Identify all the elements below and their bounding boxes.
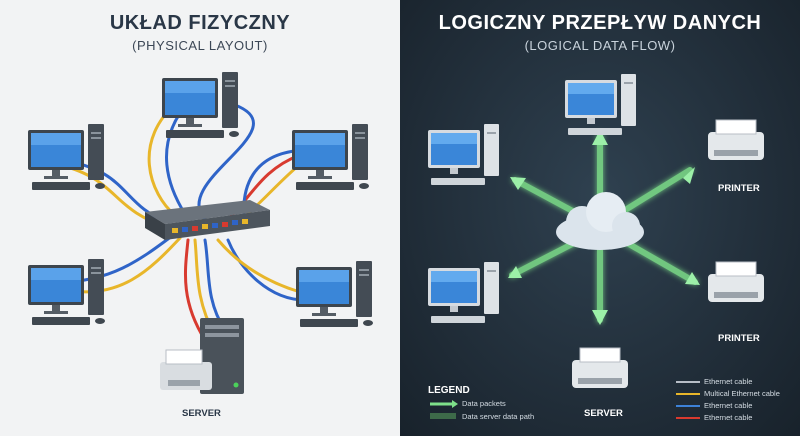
legend-item-server-path: Data server data path [462, 412, 535, 421]
legend-cable-4: Ethernet cable [704, 413, 753, 422]
physical-server-label: SERVER [182, 408, 221, 419]
logical-diagram [428, 74, 765, 419]
physical-title: UKŁAD FIZYCZNY [109, 12, 291, 34]
logical-title: LOGICZNY PRZEPŁYW DANYCH [438, 12, 762, 34]
legend-cable-3: Ethernet cable [704, 401, 753, 410]
printer-icon [160, 349, 212, 390]
computer-lower-right [296, 261, 373, 327]
legend-item-data-packets: Data packets [462, 399, 506, 408]
printer-label-lower: PRINTER [718, 333, 760, 344]
logical-computer-upper-left [428, 124, 499, 185]
legend-swatches [430, 381, 700, 419]
printer-upper-right-icon [707, 119, 765, 161]
computer-upper-left [28, 124, 105, 190]
network-switch [145, 200, 270, 240]
logical-server-label: SERVER [584, 408, 623, 419]
physical-subtitle: (PHYSICAL LAYOUT) [132, 38, 268, 53]
computer-lower-left [28, 259, 105, 325]
physical-diagram [28, 72, 373, 394]
logical-computer-top [565, 74, 636, 135]
server-printer-icon [571, 347, 629, 389]
cloud-icon [556, 192, 644, 250]
printer-lower-right-icon [707, 261, 765, 303]
logical-computer-lower-left [428, 262, 499, 323]
computer-upper-right [292, 124, 369, 190]
legend-cable-2: Multical Ethernet cable [704, 389, 780, 398]
legend-title: LEGEND [428, 385, 470, 396]
legend-cable-1: Ethernet cable [704, 377, 753, 386]
logical-subtitle: (LOGICAL DATA FLOW) [524, 38, 676, 53]
logical-flow-panel: LOGICZNY PRZEPŁYW DANYCH (LOGICAL DATA F… [400, 0, 800, 436]
printer-label-upper: PRINTER [718, 183, 760, 194]
physical-layout-panel: UKŁAD FIZYCZNY (PHYSICAL LAYOUT) [0, 0, 400, 436]
